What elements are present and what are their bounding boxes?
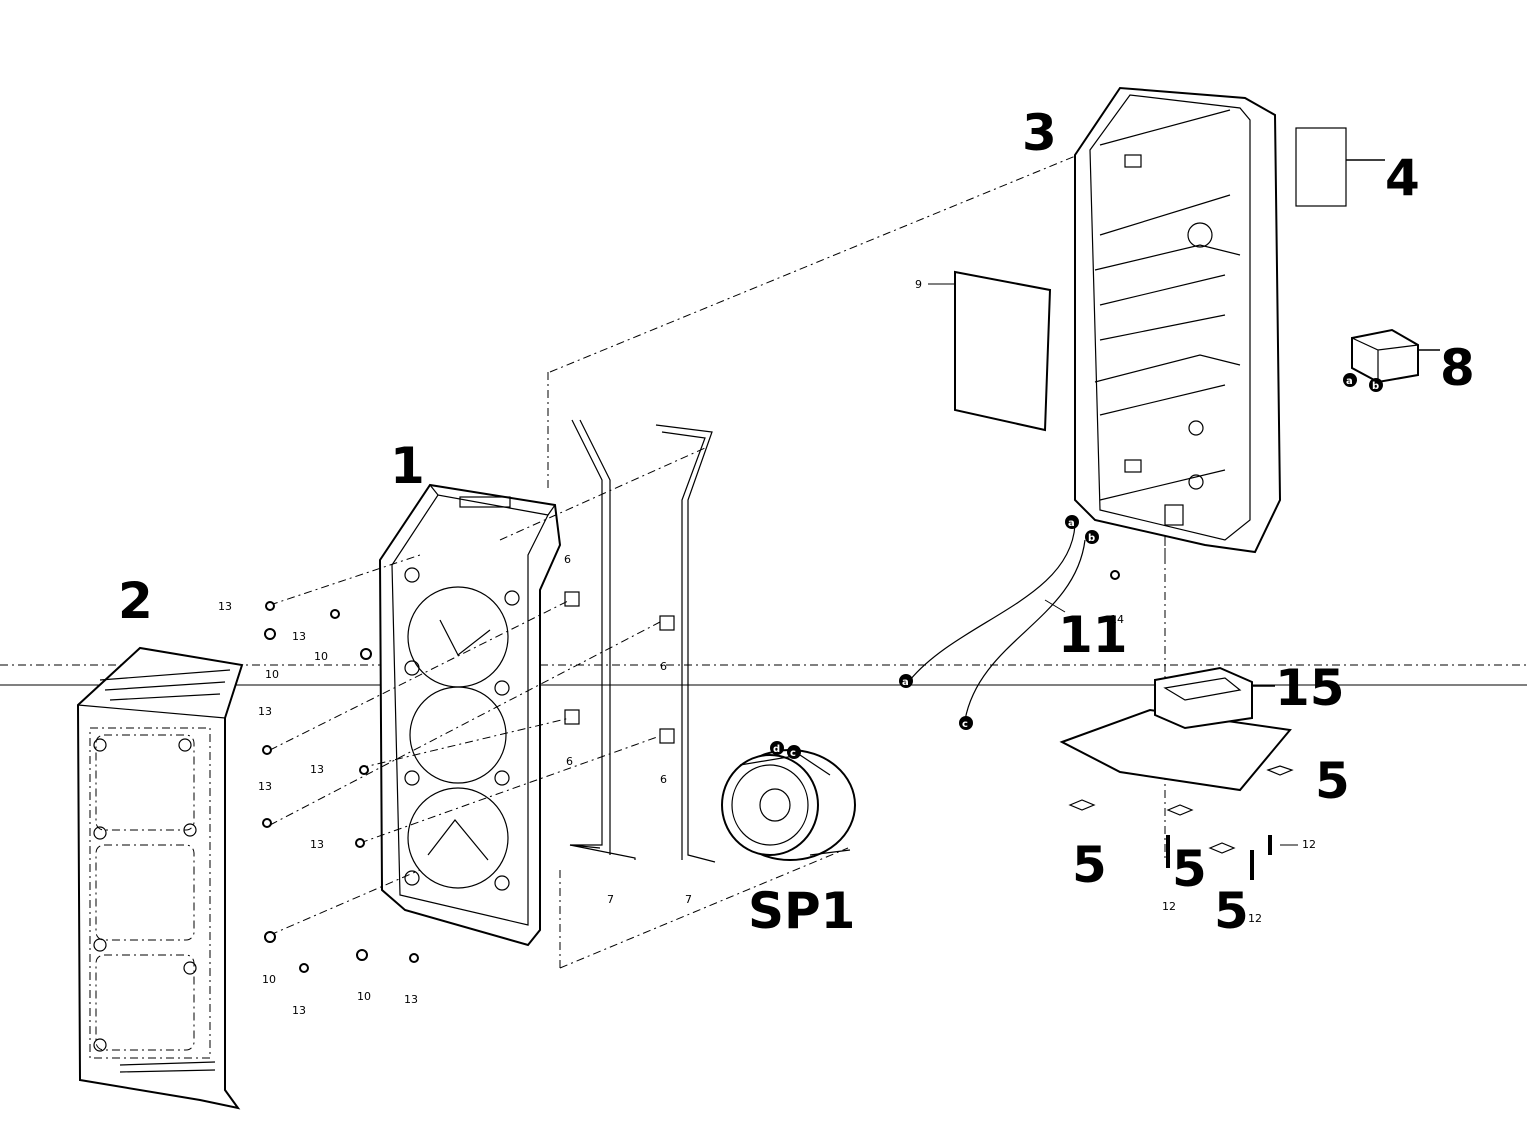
svg-text:6: 6 [660,773,667,786]
label-part-2: 2 [118,572,153,630]
svg-text:7: 7 [607,893,614,906]
small-part-numbers: 13 13 13 13 13 13 13 13 10 10 10 10 6 6 … [218,278,1316,1017]
svg-text:14: 14 [1110,613,1124,626]
pad-part-6-group [564,591,675,744]
label-part-3: 3 [1022,104,1057,162]
svg-text:13: 13 [292,630,306,643]
svg-text:13: 13 [218,600,232,613]
speaker-sp1 [721,749,856,861]
svg-text:13: 13 [310,838,324,851]
label-part-5-left: 5 [1072,836,1107,894]
svg-text:12: 12 [1248,912,1262,925]
label-part-8: 8 [1440,339,1475,397]
label-part-5-right: 5 [1315,752,1350,810]
label-part-1: 1 [390,437,425,495]
svg-text:13: 13 [292,1004,306,1017]
svg-text:13: 13 [258,705,272,718]
wire-harness-part-11 [909,524,1086,721]
svg-text:6: 6 [660,660,667,673]
svg-text:10: 10 [265,668,279,681]
label-part-5-bottom: 5 [1214,882,1249,940]
svg-text:a: a [902,677,909,688]
svg-text:7: 7 [685,893,692,906]
label-part-15: 15 [1275,659,1345,717]
terminal-block-part-8 [1351,328,1440,384]
baffle-frame-part-1 [378,483,562,947]
gasket-strip-part-7-left [569,419,636,860]
wire-terminal-markers: a b a b a c d c [770,373,1383,759]
svg-text:10: 10 [262,973,276,986]
label-part-11: 11 [1058,606,1128,664]
svg-text:13: 13 [404,993,418,1006]
svg-text:6: 6 [564,553,571,566]
svg-text:d: d [773,744,780,755]
label-part-4: 4 [1385,149,1420,207]
svg-text:b: b [1372,381,1379,392]
base-screws-part-12 [1166,835,1298,880]
rear-cabinet-part-3 [1074,86,1282,554]
svg-text:c: c [962,719,968,730]
foam-pad-part-9 [954,270,1052,432]
assembly-leader-lines [269,149,1261,969]
svg-text:b: b [1088,533,1095,544]
base-plate-part-15 [1059,666,1292,792]
svg-text:13: 13 [310,763,324,776]
svg-text:12: 12 [1302,838,1316,851]
svg-text:10: 10 [357,990,371,1003]
label-part-5-center: 5 [1172,840,1207,898]
label-speaker-sp1: SP1 [748,882,855,940]
svg-text:9: 9 [915,278,922,291]
svg-text:6: 6 [566,755,573,768]
svg-text:c: c [790,748,796,759]
screw-fasteners [262,570,1120,973]
svg-text:12: 12 [1162,900,1176,913]
front-grille-part-2 [76,646,244,1110]
svg-text:10: 10 [314,650,328,663]
label-plate-part-4 [1295,127,1347,207]
gasket-strip-part-7-right [655,424,716,863]
rubber-feet-part-5 [1068,765,1294,854]
svg-text:13: 13 [258,780,272,793]
svg-text:a: a [1346,376,1353,387]
svg-text:a: a [1068,518,1075,529]
